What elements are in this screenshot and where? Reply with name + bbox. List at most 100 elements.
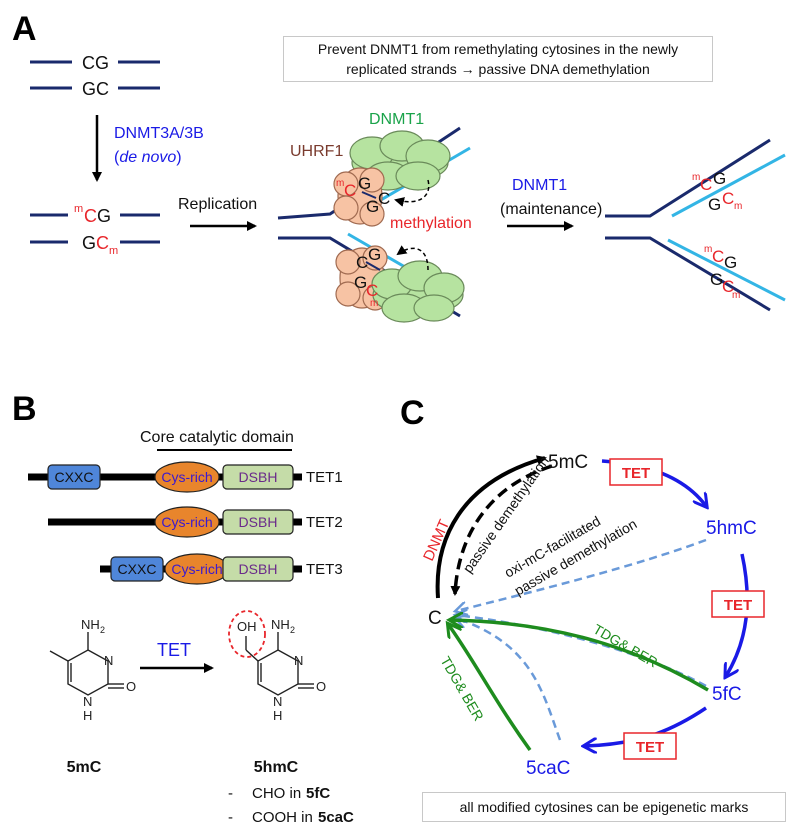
tet2-cys-label: Cys-rich xyxy=(161,514,212,530)
g-bottom: G xyxy=(82,233,96,253)
tet-box-1 xyxy=(609,458,663,486)
dnmt1-label-top: DNMT1 xyxy=(369,111,424,128)
fork-bases: m C G G C C G G C m xyxy=(336,174,390,309)
fork-g-top2: G xyxy=(366,197,379,216)
mc-o-label: O xyxy=(126,679,136,694)
structure-5mc xyxy=(49,632,124,696)
tet-box-3-label: TET xyxy=(636,739,664,756)
note-dash-1: - xyxy=(228,785,233,802)
top-cg-text: CG xyxy=(82,53,109,73)
tet1-domain-row: CXXC Cys-rich DSBH TET1 xyxy=(28,461,343,493)
dashed-arrow-bottom xyxy=(396,245,429,271)
fork-c-top: C xyxy=(344,181,356,200)
dtop-g2: G xyxy=(708,195,721,214)
tet3-dsbh xyxy=(222,556,294,582)
note-5cac: 5caC xyxy=(318,809,354,826)
tet1-cxxc-label: CXXC xyxy=(55,469,94,485)
structure-5mc-labels: NH 2 N N H O xyxy=(81,617,136,723)
node-5hmc: 5hmC xyxy=(706,518,757,539)
de-novo-label: (de novo) xyxy=(114,149,182,166)
dnmt-label: DNMT xyxy=(420,517,453,563)
hmc-oh-label: OH xyxy=(237,619,257,634)
methylated-duplex: m C G G C m xyxy=(30,203,160,257)
dbot-c: C xyxy=(712,247,724,266)
structure-5hmc-labels: OH NH 2 N N H O xyxy=(237,617,326,723)
tet1-dsbh xyxy=(222,464,294,490)
tet-box-1-label: TET xyxy=(622,465,650,482)
tet1-cxxc xyxy=(47,464,101,490)
node-5mc: 5mC xyxy=(548,452,588,473)
mc-nh-label: NH xyxy=(81,617,100,632)
fork-m-top: m xyxy=(336,178,344,189)
replication-label: Replication xyxy=(178,196,257,213)
fork-c-top2: C xyxy=(378,189,390,208)
tet3-cxxc-label: CXXC xyxy=(118,561,157,577)
g-top: G xyxy=(97,206,111,226)
note-cooh: COOH in xyxy=(252,809,313,826)
mc-n1-label: N xyxy=(83,694,92,709)
tet1-cys xyxy=(154,461,220,493)
unmethylated-duplex: CG GC xyxy=(30,53,160,99)
mol-5hmc-label: 5hmC xyxy=(254,759,299,776)
structure-5hmc xyxy=(245,632,314,696)
footer-note-box: all modified cytosines can be epigenetic… xyxy=(422,792,786,822)
dtop-c2: C xyxy=(722,189,734,208)
note-cho: CHO in xyxy=(252,785,301,802)
dbot-g2: G xyxy=(710,270,723,289)
mc-n3-label: N xyxy=(104,653,113,668)
dnmt1-cloud-bottom xyxy=(371,260,465,323)
mol-5mc-label: 5mC xyxy=(67,759,102,776)
arrow-5fc-to-c-tdg xyxy=(450,620,709,692)
daughter-top-bases: m C G G C m xyxy=(692,169,742,214)
node-5cac: 5caC xyxy=(526,758,570,779)
panel-a-label: A xyxy=(12,10,37,48)
dbot-g: G xyxy=(724,253,737,272)
hmc-n1-label: N xyxy=(273,694,282,709)
arrow-dnmt xyxy=(435,455,547,599)
tet3-cxxc xyxy=(110,556,164,582)
dtop-m: m xyxy=(692,172,700,183)
hmc-h-label: H xyxy=(273,708,282,723)
tet2-cys xyxy=(154,506,220,538)
dbot-c2: C xyxy=(722,277,734,296)
tet-box-2 xyxy=(711,590,765,618)
arrow-5hmc-5fc xyxy=(726,553,749,676)
dtop-g: G xyxy=(713,169,726,188)
tet2-domain-row: Cys-rich DSBH TET2 xyxy=(48,506,343,538)
fork-c-mid: C xyxy=(356,253,368,272)
tet2-dsbh-label: DSBH xyxy=(239,514,278,530)
top-note-line-1: Prevent DNMT1 from remethylating cytosin… xyxy=(317,41,679,57)
panel-c-label: C xyxy=(400,394,425,432)
uhrf1-label: UHRF1 xyxy=(290,143,343,160)
tet-box-2-label: TET xyxy=(724,597,752,614)
tet3-dsbh-label: DSBH xyxy=(239,561,278,577)
tet1-dsbh-label: DSBH xyxy=(239,469,278,485)
fork-g-mid: G xyxy=(368,245,381,264)
tdg-label-1: TDG& BER xyxy=(591,621,661,671)
tet1-label: TET1 xyxy=(306,469,343,486)
fork-c-low: C xyxy=(366,281,378,300)
fork-g-top: G xyxy=(358,174,371,193)
dbot-m: m xyxy=(704,244,712,255)
panel-b-label: B xyxy=(12,390,37,428)
tet3-domain-row: CXXC Cys-rich DSBH TET3 xyxy=(100,553,343,585)
tet2-label: TET2 xyxy=(306,514,343,531)
tet3-label: TET3 xyxy=(306,561,343,578)
daughter-duplexes xyxy=(605,138,786,312)
node-c: C xyxy=(428,608,442,629)
hmc-n3-label: N xyxy=(294,653,303,668)
maintenance-label: (maintenance) xyxy=(500,201,602,218)
m-sub-bottom: m xyxy=(109,245,118,257)
fork-g-low: G xyxy=(354,273,367,292)
daughter-bottom-bases: m C G G C m xyxy=(704,244,740,301)
methylation-label: methylation xyxy=(390,215,472,232)
tet3-cys-label: Cys-rich xyxy=(171,561,222,577)
note-dash-2: - xyxy=(228,809,233,826)
mc-h-label: H xyxy=(83,708,92,723)
dtop-m2: m xyxy=(734,201,742,212)
top-note-line-2: replicated strands → passive DNA demethy… xyxy=(346,61,650,77)
tet1-cys-label: Cys-rich xyxy=(161,469,212,485)
arrow-5cac-to-c-tdg xyxy=(448,624,532,752)
tdg-label-2: TDG& BER xyxy=(437,654,487,724)
